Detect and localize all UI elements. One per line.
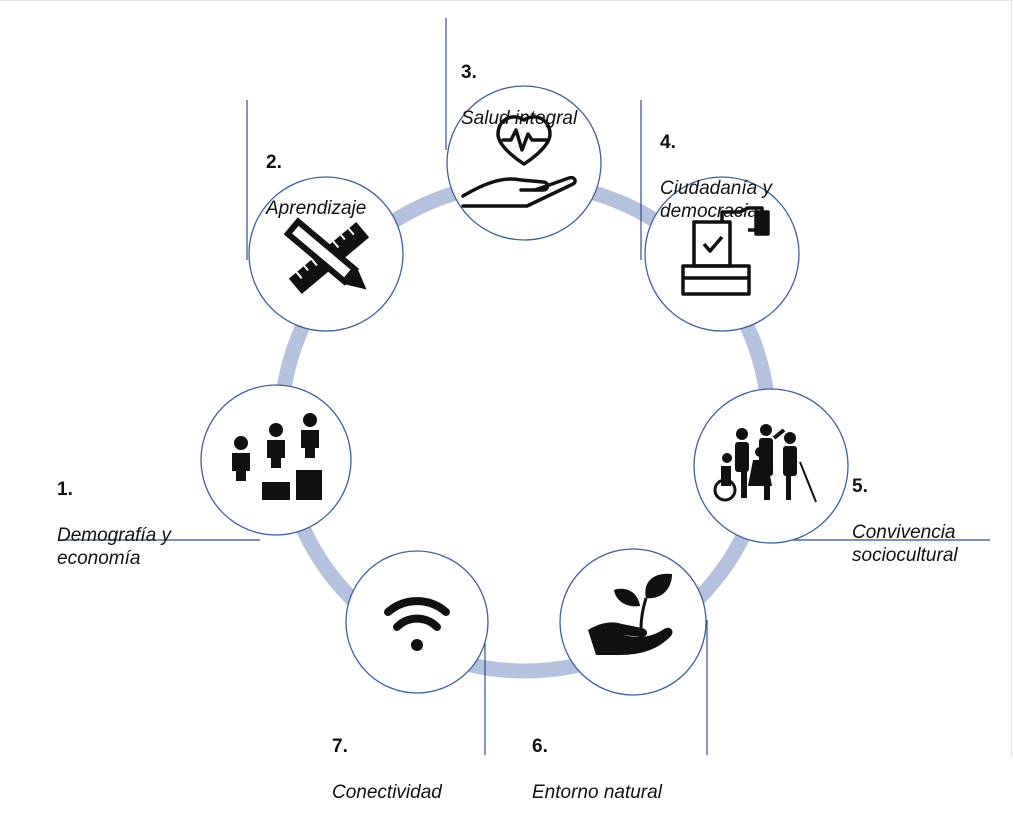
node-number-5: 5. (852, 476, 868, 497)
node-title-1: Demografía y economía (57, 525, 172, 569)
ruler-pencil-icon (283, 217, 370, 294)
node-label-4: 4. Ciudadanía y democracia (660, 108, 772, 246)
wifi-icon (384, 597, 450, 651)
node-number-6: 6. (532, 736, 548, 757)
node-label-3: 3. Salud integral (461, 38, 577, 153)
diagram-frame (0, 0, 1012, 756)
node-label-7: 7. Conectividad (332, 712, 442, 827)
node-label-5: 5. Convivencia sociocultural (852, 452, 958, 590)
node-title-2: Aprendizaje (266, 198, 367, 219)
node-title-7: Conectividad (332, 782, 442, 803)
node-title-5: Convivencia sociocultural (852, 522, 958, 566)
heart-in-hand-icon (461, 115, 577, 208)
node-label-6: 6. Entorno natural (532, 712, 662, 827)
node-number-7: 7. (332, 736, 348, 757)
diagram-canvas (60, 18, 990, 755)
node-number-1: 1. (57, 479, 73, 500)
node-label-1: 1. Demografía y economía (57, 455, 171, 593)
node-title-4: Ciudadanía y democracia (660, 178, 772, 222)
ballot-box-icon (681, 206, 770, 296)
node-title-6: Entorno natural (532, 782, 662, 803)
diverse-group-icon (713, 424, 817, 503)
leader-lines (60, 18, 990, 755)
node-title-3: Salud integral (461, 108, 578, 129)
node-number-3: 3. (461, 62, 477, 83)
plant-in-hand-icon (588, 573, 673, 655)
node-label-2: 2. Aprendizaje (266, 128, 366, 243)
node-circle-6 (559, 548, 707, 696)
people-podium-icon (232, 413, 322, 500)
node-number-2: 2. (266, 152, 282, 173)
node-number-4: 4. (660, 132, 676, 153)
